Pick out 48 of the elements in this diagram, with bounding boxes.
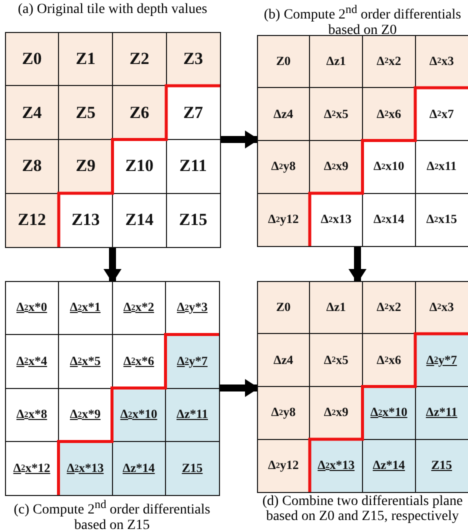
grid-cell: Z2 <box>112 32 167 86</box>
grid-cell: Δ$^{2}$y8 <box>256 386 310 440</box>
grid-cell: Δz4 <box>256 87 310 141</box>
grid-cell: Z8 <box>4 139 60 194</box>
grid-cell: Z9 <box>58 139 113 194</box>
grid-cell: Δ$^{2}$y8 <box>256 140 310 194</box>
grid-cell: Δ$^{2}$x5 <box>309 333 363 387</box>
grid-cell: Z15 <box>414 438 468 492</box>
grid-cell: Z3 <box>166 32 220 86</box>
grid-cell: Z0 <box>256 280 310 334</box>
grid-cell: Δz1 <box>309 34 363 88</box>
panel-caption: (a) Original tile with depth values <box>16 2 208 19</box>
grid-cell: Δz*11 <box>414 386 468 440</box>
grid-cell: Z15 <box>166 192 220 248</box>
grid-cell: Δ$^{2}$y12 <box>256 192 310 246</box>
arrow <box>348 246 366 283</box>
grid-cell: Z4 <box>4 85 60 140</box>
grid-cell: Z0 <box>256 34 310 88</box>
panel-caption: (c) Compute 2$^{nd}$ order differentials based on Z15 <box>12 497 212 531</box>
grid-cell: Δ$^{2}$x3 <box>414 34 468 88</box>
grid-cell: Δz*14 <box>112 441 166 496</box>
grid-cell: Δ$^{2}$x2 <box>362 280 416 334</box>
panel-caption: (d) Combine two differentials plane based on Z0 and Z15, respectively <box>261 493 464 526</box>
grid-cell: Δ$^{2}$x9 <box>309 140 363 194</box>
arrow <box>220 130 259 148</box>
panel-caption: (b) Compute 2$^{nd}$ order differentials based on Z0 <box>262 2 462 35</box>
grid-cell: Δ$^{2}$x15 <box>414 192 468 246</box>
grid-cell: Δ$^{2}$x*13 <box>58 441 112 496</box>
grid-cell: Z1 <box>58 32 113 86</box>
grid-cell: Δ$^{2}$y*7 <box>165 334 220 388</box>
grid-cell: Z12 <box>4 192 60 248</box>
grid-cell: Z5 <box>58 85 113 140</box>
grid-cell: Δ$^{2}$x6 <box>362 87 416 141</box>
grid-cell: Δ$^{2}$x5 <box>309 87 363 141</box>
grid-cell: Δ$^{2}$x6 <box>362 333 416 387</box>
grid-cell: Δz*11 <box>165 388 220 442</box>
arrow <box>104 247 122 283</box>
arrow <box>219 379 259 397</box>
grid-cell: Δz*14 <box>362 438 416 492</box>
grid-cell: Δz4 <box>256 333 310 387</box>
grid-cell: Δ$^{2}$y12 <box>256 438 310 492</box>
grid-cell: Z0 <box>4 32 60 86</box>
grid-cell: Z15 <box>165 441 220 496</box>
grid-cell: Z6 <box>112 85 167 140</box>
grid-cell: Δ$^{2}$x2 <box>362 34 416 88</box>
grid-cell: Δz1 <box>309 280 363 334</box>
grid-cell: Δ$^{2}$x9 <box>309 386 363 440</box>
grid-cell: Δ$^{2}$x3 <box>414 280 468 334</box>
